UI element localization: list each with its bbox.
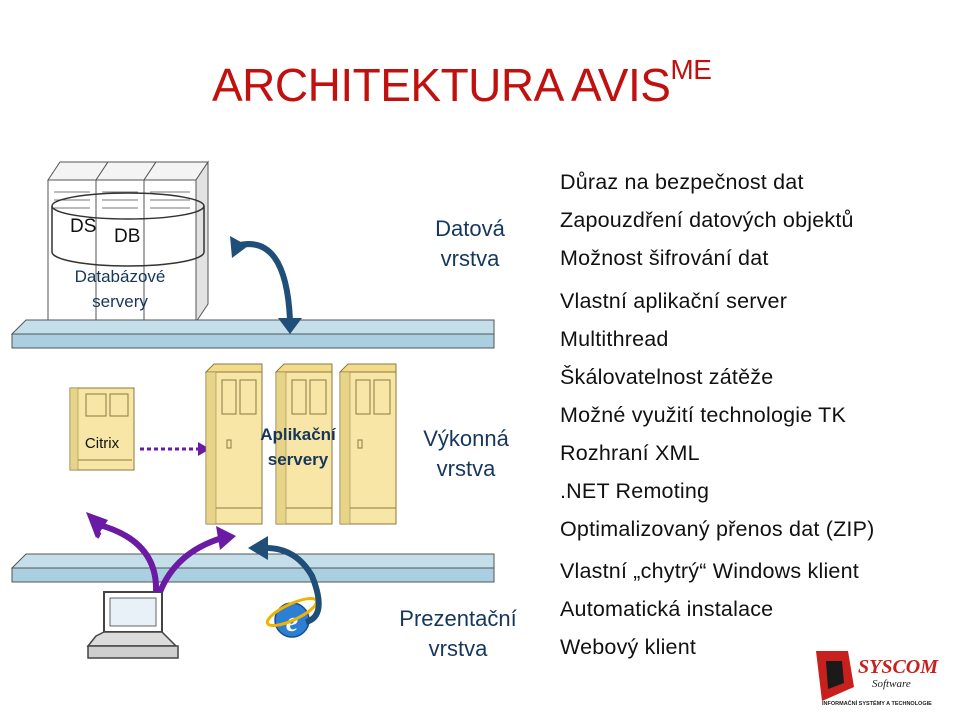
logo-tagline-text: INFORMAČNÍ SYSTÉMY A TECHNOLOGIE: [822, 699, 932, 707]
exec-layer-label-line: vrstva: [436, 456, 496, 481]
citrix-label: Citrix: [85, 435, 120, 452]
feature-item: Automatická instalace: [560, 597, 774, 621]
data-layer-label-line: vrstva: [440, 246, 500, 271]
db-servers-label: Databázové: [75, 267, 166, 286]
app-servers-label: Aplikační: [260, 425, 337, 444]
feature-item: Důraz na bezpečnost dat: [560, 170, 804, 194]
layer-divider: [10, 553, 495, 583]
arrow-head-icon: [86, 512, 108, 538]
laptop-appserver-arrow: [157, 535, 223, 594]
title-superscript: ME: [670, 53, 712, 85]
application-server-rack: [338, 363, 397, 525]
arrow-head-icon: [198, 442, 210, 456]
feature-item: .NET Remoting: [560, 479, 710, 503]
laptop-client-icon: [86, 591, 179, 659]
slide-title: ARCHITEKTURA AVISME: [212, 54, 712, 112]
db-label: DB: [114, 226, 140, 247]
application-server-rack: [274, 363, 333, 525]
ds-label: DS: [70, 216, 96, 237]
feature-item: Optimalizovaný přenos dat (ZIP): [560, 517, 875, 541]
logo-brand-text: SYSCOM: [858, 656, 939, 678]
database-server-tower: [143, 160, 209, 324]
feature-item: Multithread: [560, 327, 669, 351]
data-layer-label: Datová vrstva: [390, 214, 550, 274]
feature-item: Vlastní aplikační server: [560, 289, 788, 313]
exec-layer-label-line: Výkonná: [423, 426, 509, 451]
browser-appserver-arrow: [265, 545, 322, 625]
app-servers-label: servery: [268, 450, 329, 469]
presentation-layer-label-line: Prezentační: [399, 606, 517, 631]
citrix-server: [69, 387, 135, 471]
feature-item: Zapouzdření datových objektů: [560, 208, 854, 232]
exec-layer-label: Výkonná vrstva: [386, 424, 546, 484]
arrow-head-icon: [216, 526, 236, 550]
database-cylinder: [51, 192, 205, 267]
presentation-layer-label-line: vrstva: [428, 636, 488, 661]
feature-item: Webový klient: [560, 635, 697, 659]
data-exec-curved-arrow: [235, 241, 293, 321]
layer-divider: [10, 319, 495, 349]
web-browser-icon: e: [265, 596, 319, 638]
data-layer-label-line: Datová: [435, 216, 505, 241]
logo-sub-text: Software: [872, 678, 911, 690]
database-server-tower: [47, 161, 109, 323]
db-servers-label: servery: [92, 292, 148, 311]
title-text: ARCHITEKTURA AVIS: [212, 59, 671, 111]
syscom-logo: SYSCOM Software INFORMAČNÍ SYSTÉMY A TEC…: [816, 651, 939, 707]
arrow-head-icon: [278, 318, 302, 334]
presentation-layer-label: Prezentační vrstva: [378, 604, 538, 664]
arrow-head-icon: [248, 536, 268, 560]
arrow-head-icon: [230, 236, 248, 258]
feature-item: Možnost šifrování dat: [560, 246, 769, 270]
feature-item: Škálovatelnost zátěže: [560, 365, 774, 389]
logo-emblem-icon: [826, 661, 844, 689]
application-server-rack: [204, 363, 263, 525]
feature-item: Rozhraní XML: [560, 441, 700, 465]
svg-text:e: e: [286, 607, 298, 638]
feature-item: Možné využití technologie TK: [560, 403, 847, 427]
feature-item: Vlastní „chytrý“ Windows klient: [560, 559, 859, 583]
